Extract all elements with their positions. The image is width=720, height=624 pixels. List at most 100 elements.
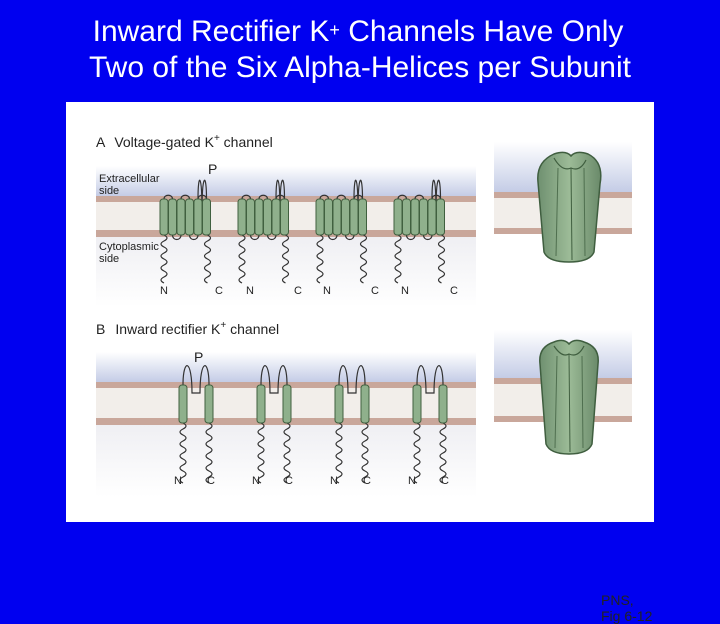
helix-loop [241, 194, 252, 200]
terminus-tail [361, 422, 369, 484]
alpha-helix [263, 198, 272, 236]
alpha-helix [159, 198, 169, 236]
helix-loop [336, 194, 347, 200]
alpha-helix [202, 198, 211, 236]
pore-loop [260, 365, 288, 394]
voltage-gated-subunits [159, 179, 446, 284]
helix-loop [266, 234, 277, 241]
alpha-helix [410, 198, 420, 236]
terminus-tail [394, 234, 402, 284]
alpha-helix [427, 198, 437, 236]
helix-loop [414, 194, 425, 200]
terminus-label: C [207, 475, 215, 487]
terminus-label: C [441, 475, 449, 487]
terminus-label: C [450, 285, 458, 297]
helix-loop [327, 234, 338, 241]
terminus-tail [335, 422, 343, 484]
terminus-tail [359, 234, 368, 284]
terminus-label: C [285, 475, 293, 487]
alpha-helix [360, 384, 370, 424]
cytoplasmic-label-line-2: side [99, 253, 119, 265]
alpha-helix [254, 198, 264, 236]
alpha-helix [178, 384, 188, 424]
extracellular-region [96, 352, 476, 382]
helix-loop [397, 194, 408, 200]
terminus-tail [413, 422, 421, 484]
title-line-1-tail: Channels Have Only [339, 15, 624, 48]
figure-credit: PNS, Fig 6-12 [601, 592, 653, 624]
terminus-label: C [363, 475, 371, 487]
terminus-label: N [246, 285, 254, 297]
terminus-label: N [174, 475, 182, 487]
pore-loop [182, 365, 210, 394]
panel-a-pore-label: P [208, 161, 217, 177]
helix-loop [163, 194, 174, 200]
terminus-label: N [252, 475, 260, 487]
pore-loop [416, 365, 444, 394]
terminus-label: C [294, 285, 302, 297]
alpha-helix [168, 198, 177, 236]
terminus-tail [283, 422, 291, 484]
helix-loop [422, 234, 433, 241]
terminus-tail [160, 234, 168, 284]
helix-loop [405, 234, 416, 241]
alpha-helix [185, 198, 194, 236]
terminus-label: C [371, 285, 379, 297]
title-superscript: + [329, 20, 340, 40]
alpha-helix [246, 198, 255, 236]
alpha-helix [256, 384, 266, 424]
alpha-helix [332, 198, 342, 236]
alpha-helix [271, 198, 281, 236]
alpha-helix [436, 198, 445, 236]
terminus-label: C [215, 285, 223, 297]
terminus-label: N [160, 285, 168, 297]
helix-loop [344, 234, 355, 241]
voltage-gated-tetramer [537, 151, 602, 263]
extracellular-region [96, 166, 476, 196]
terminus-label: N [401, 285, 409, 297]
panel-a-termini: N C N C N C N C [160, 285, 458, 297]
extracellular-label-line-1: Extracellular [99, 173, 160, 185]
title-line-1: Inward Rectifier K+ Channels Have Only [0, 14, 718, 50]
title-line-2: Two of the Six Alpha-Helices per Subunit [89, 51, 631, 84]
panel-b-pore-label: P [194, 349, 203, 365]
terminus-label: N [323, 285, 331, 297]
terminus-tail [316, 234, 324, 284]
helix-loop [180, 194, 191, 200]
alpha-helix [438, 384, 448, 424]
panel-b-termini: N C N C N C N C [174, 475, 449, 487]
cytoplasmic-region [96, 237, 476, 307]
alpha-helix [315, 198, 325, 236]
terminus-tail [205, 422, 213, 484]
helix-loop [249, 234, 260, 241]
inward-rectifier-tetramer [539, 339, 599, 455]
helix-loop [171, 234, 182, 241]
alpha-helix [280, 198, 289, 236]
terminus-tail [281, 234, 290, 284]
inward-rectifier-subunits [178, 365, 448, 484]
tetramer-view-a [494, 132, 632, 297]
terminus-tail [439, 422, 447, 484]
terminus-tail [203, 234, 212, 284]
title-line-1-text: Inward Rectifier K [92, 15, 330, 48]
terminus-label: N [330, 475, 338, 487]
alpha-helix [237, 198, 247, 236]
alpha-helix [358, 198, 367, 236]
alpha-helix [334, 384, 344, 424]
terminus-tail [238, 234, 246, 284]
alpha-helix [176, 198, 186, 236]
alpha-helix [341, 198, 350, 236]
alpha-helix [412, 384, 422, 424]
terminus-tail [437, 234, 446, 284]
cytoplasmic-label-line-1: Cytoplasmic [99, 241, 159, 253]
alpha-helix [419, 198, 428, 236]
extracellular-label-line-2: side [99, 185, 119, 197]
terminus-label: N [408, 475, 416, 487]
alpha-helix [204, 384, 214, 424]
tetramer-view-b [494, 317, 632, 497]
